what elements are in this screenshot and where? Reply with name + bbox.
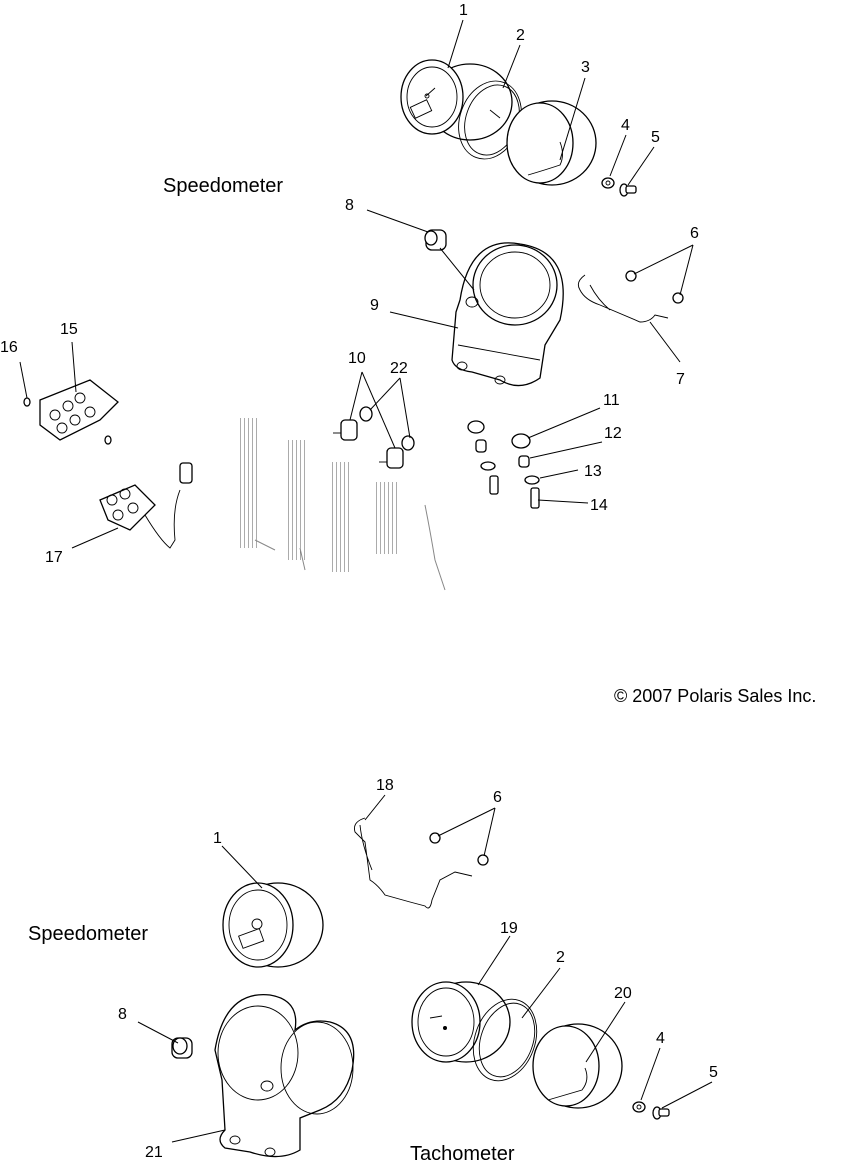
callout-11: 11	[603, 392, 620, 409]
top-speedometer-assembly	[23, 59, 684, 591]
callout-9: 9	[370, 297, 379, 314]
callout-1: 1	[459, 2, 468, 19]
copyright-notice: © 2007 Polaris Sales Inc.	[614, 686, 816, 706]
cover-screw-part	[23, 397, 112, 445]
fastener-stack-part	[467, 420, 540, 509]
tach-screw-part	[652, 1106, 670, 1120]
callout-7: 7	[676, 371, 685, 388]
connector-harness-part	[99, 462, 193, 549]
mounting-bracket-part	[451, 242, 564, 387]
leader-lines	[19, 19, 713, 1143]
tachometer-gauge-part	[411, 981, 511, 1063]
callout-12: 12	[604, 425, 622, 442]
callout-21: 21	[145, 1144, 163, 1161]
bottom-gauge-assembly	[171, 817, 670, 1158]
callout-3: 3	[581, 59, 590, 76]
callout-17: 17	[45, 549, 63, 566]
callout-5: 5	[651, 129, 660, 146]
callout-2: 2	[516, 27, 525, 44]
callout-2b: 2	[556, 949, 565, 966]
callout-6: 6	[690, 225, 699, 242]
connector-cover-part	[39, 379, 119, 441]
grommet-part-bottom	[171, 1037, 193, 1059]
wire-harness-part	[577, 274, 669, 323]
lamp-nut-part	[429, 832, 489, 866]
speedometer-gauge-part	[400, 59, 513, 141]
callout-15: 15	[60, 321, 78, 338]
tach-washer-part	[632, 1101, 646, 1113]
callout-1b: 1	[213, 830, 222, 847]
speedometer-caption-bottom: Speedometer	[28, 923, 148, 945]
speedometer-caption-top: Speedometer	[163, 175, 283, 197]
gauge-housing-part	[506, 100, 597, 186]
rubber-mount-part	[333, 419, 404, 469]
dual-gauge-bracket-part	[214, 994, 355, 1158]
callout-22: 22	[390, 360, 408, 377]
callout-6b: 6	[493, 789, 502, 806]
tachometer-caption: Tachometer	[410, 1143, 515, 1161]
callout-14: 14	[590, 497, 608, 514]
callout-18: 18	[376, 777, 394, 794]
callout-16: 16	[0, 339, 18, 356]
tach-housing-part	[532, 1023, 623, 1109]
nut-part	[625, 270, 684, 304]
washer-part	[601, 177, 615, 189]
ghost-gauge-cluster-artwork	[240, 418, 446, 591]
callout-4: 4	[621, 117, 630, 134]
callout-8b: 8	[118, 1006, 127, 1023]
callout-8: 8	[345, 197, 354, 214]
callout-5b: 5	[709, 1064, 718, 1081]
callout-10: 10	[348, 350, 366, 367]
callout-4b: 4	[656, 1030, 665, 1047]
callout-13: 13	[584, 463, 602, 480]
callout-19: 19	[500, 920, 518, 937]
lamp-wire-part	[354, 817, 473, 909]
grommet-part	[424, 229, 447, 251]
callout-numbers: 1 2 3 4 5 8 6 9 7 15 16 10 22 11 12 13 1…	[0, 2, 718, 1161]
spacer-washer-part	[359, 406, 415, 451]
screw-part	[619, 183, 637, 197]
callout-20: 20	[614, 985, 632, 1002]
speedometer-gauge-part-bottom	[222, 882, 324, 968]
tach-gasket-part	[472, 998, 538, 1082]
